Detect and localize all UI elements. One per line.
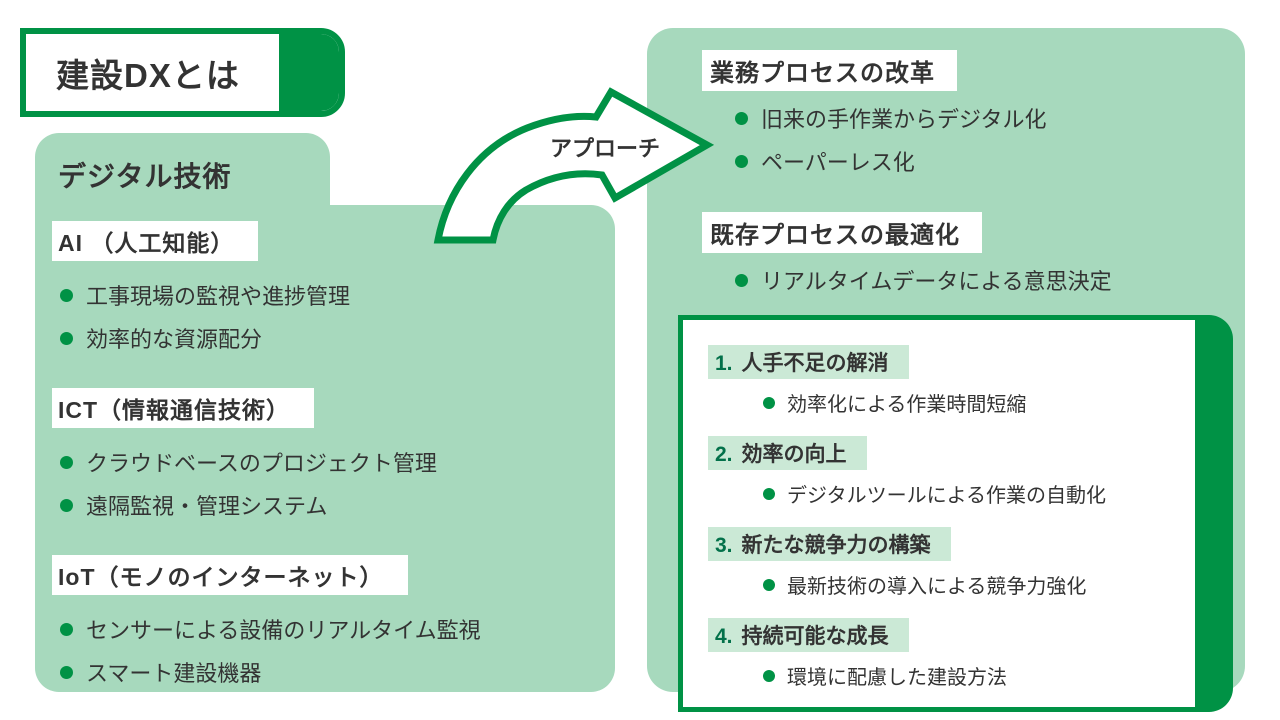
goal-item: 4. 持続可能な成長 環境に配慮した建設方法 [708, 618, 1190, 690]
list-item-label: 工事現場の監視や進捗管理 [86, 284, 351, 309]
bullet-dot-icon [60, 622, 73, 636]
list-item: クラウドベースのプロジェクト管理 [60, 446, 615, 478]
list-item: センサーによる設備のリアルタイム監視 [60, 613, 615, 645]
list-item-label: 効率的な資源配分 [86, 327, 263, 352]
list-item-label: ペーパーレス化 [761, 150, 915, 175]
section-iot: IoT（モノのインターネット） センサーによる設備のリアルタイム監視 スマート建… [52, 555, 615, 688]
section-ai: AI （人工知能） 工事現場の監視や進捗管理 効率的な資源配分 [52, 221, 615, 354]
list-item-label: リアルタイムデータによる意思決定 [761, 269, 1112, 294]
list-item: スマート建設機器 [60, 656, 615, 688]
goal-item: 2. 効率の向上 デジタルツールによる作業の自動化 [708, 436, 1190, 508]
digital-tech-panel: AI （人工知能） 工事現場の監視や進捗管理 効率的な資源配分 ICT（情報通信… [35, 205, 615, 692]
goal-header: 2. 効率の向上 [708, 436, 867, 470]
goal-number: 1. [715, 352, 733, 375]
bullet-dot-icon [735, 273, 748, 287]
digital-tech-panel-tab: デジタル技術 [35, 133, 330, 209]
bullet-dot-icon [735, 154, 748, 168]
goal-label: 人手不足の解消 [741, 352, 889, 375]
bullet-dot-icon [60, 288, 73, 302]
goal-number: 4. [715, 625, 733, 648]
goal-header: 1. 人手不足の解消 [708, 345, 909, 379]
bullet-dot-icon [60, 331, 73, 345]
title-box: 建設DXとは [20, 28, 345, 117]
goal-label: 効率の向上 [741, 443, 847, 466]
goal-label: 新たな競争力の構築 [741, 534, 931, 557]
process-optimization-header: 既存プロセスの最適化 [702, 212, 982, 253]
bullet-dot-icon [763, 396, 775, 409]
list-item-label: スマート建設機器 [86, 661, 262, 686]
section-ict-header: ICT（情報通信技術） [52, 388, 315, 428]
list-item: 効率的な資源配分 [60, 322, 615, 354]
title-accent-block [279, 34, 339, 111]
list-item-label: 効率化による作業時間短縮 [787, 394, 1027, 416]
list-item: デジタルツールによる作業の自動化 [763, 479, 1190, 508]
list-item-label: 遠隔監視・管理システム [86, 494, 328, 519]
goal-item: 3. 新たな競争力の構築 最新技術の導入による競争力強化 [708, 527, 1190, 599]
goal-number: 3. [715, 534, 733, 557]
bullet-dot-icon [60, 665, 73, 679]
bullet-dot-icon [763, 487, 775, 500]
list-item: リアルタイムデータによる意思決定 [735, 264, 1245, 296]
goal-header: 3. 新たな競争力の構築 [708, 527, 951, 561]
section-ict: ICT（情報通信技術） クラウドベースのプロジェクト管理 遠隔監視・管理システム [52, 388, 615, 521]
bullet-dot-icon [763, 669, 775, 682]
goal-number: 2. [715, 443, 733, 466]
process-reform-header: 業務プロセスの改革 [702, 50, 957, 91]
outcomes-panel: 業務プロセスの改革 旧来の手作業からデジタル化 ペーパーレス化 既存プロセスの最… [647, 28, 1245, 712]
goal-header: 4. 持続可能な成長 [708, 618, 909, 652]
list-item-label: クラウドベースのプロジェクト管理 [86, 451, 437, 476]
digital-tech-panel-title: デジタル技術 [58, 161, 232, 192]
list-item: 環境に配慮した建設方法 [763, 661, 1190, 690]
bullet-dot-icon [735, 111, 748, 125]
list-item: 効率化による作業時間短縮 [763, 388, 1190, 417]
section-iot-header: IoT（モノのインターネット） [52, 555, 408, 595]
goals-card: 1. 人手不足の解消 効率化による作業時間短縮 2. 効率の向上 デジタルツールによ… [678, 315, 1233, 712]
section-ai-header: AI （人工知能） [52, 221, 259, 261]
list-item-label: センサーによる設備のリアルタイム監視 [86, 618, 481, 643]
list-item: 最新技術の導入による競争力強化 [763, 570, 1190, 599]
list-item: 遠隔監視・管理システム [60, 489, 615, 521]
list-item-label: 旧来の手作業からデジタル化 [761, 107, 1047, 132]
page-title: 建設DXとは [56, 56, 240, 94]
bullet-dot-icon [763, 578, 775, 591]
list-item-label: デジタルツールによる作業の自動化 [787, 485, 1106, 507]
list-item: ペーパーレス化 [735, 145, 1245, 177]
approach-arrow: アプローチ [428, 83, 716, 251]
goal-item: 1. 人手不足の解消 効率化による作業時間短縮 [708, 345, 1190, 417]
goal-label: 持続可能な成長 [741, 625, 889, 648]
list-item-label: 最新技術の導入による競争力強化 [787, 576, 1087, 598]
list-item: 工事現場の監視や進捗管理 [60, 279, 615, 311]
list-item-label: 環境に配慮した建設方法 [787, 667, 1007, 689]
bullet-dot-icon [60, 498, 73, 512]
curved-arrow-icon [433, 87, 715, 244]
approach-arrow-label: アプローチ [549, 136, 661, 161]
list-item: 旧来の手作業からデジタル化 [735, 102, 1245, 134]
bullet-dot-icon [60, 455, 73, 469]
